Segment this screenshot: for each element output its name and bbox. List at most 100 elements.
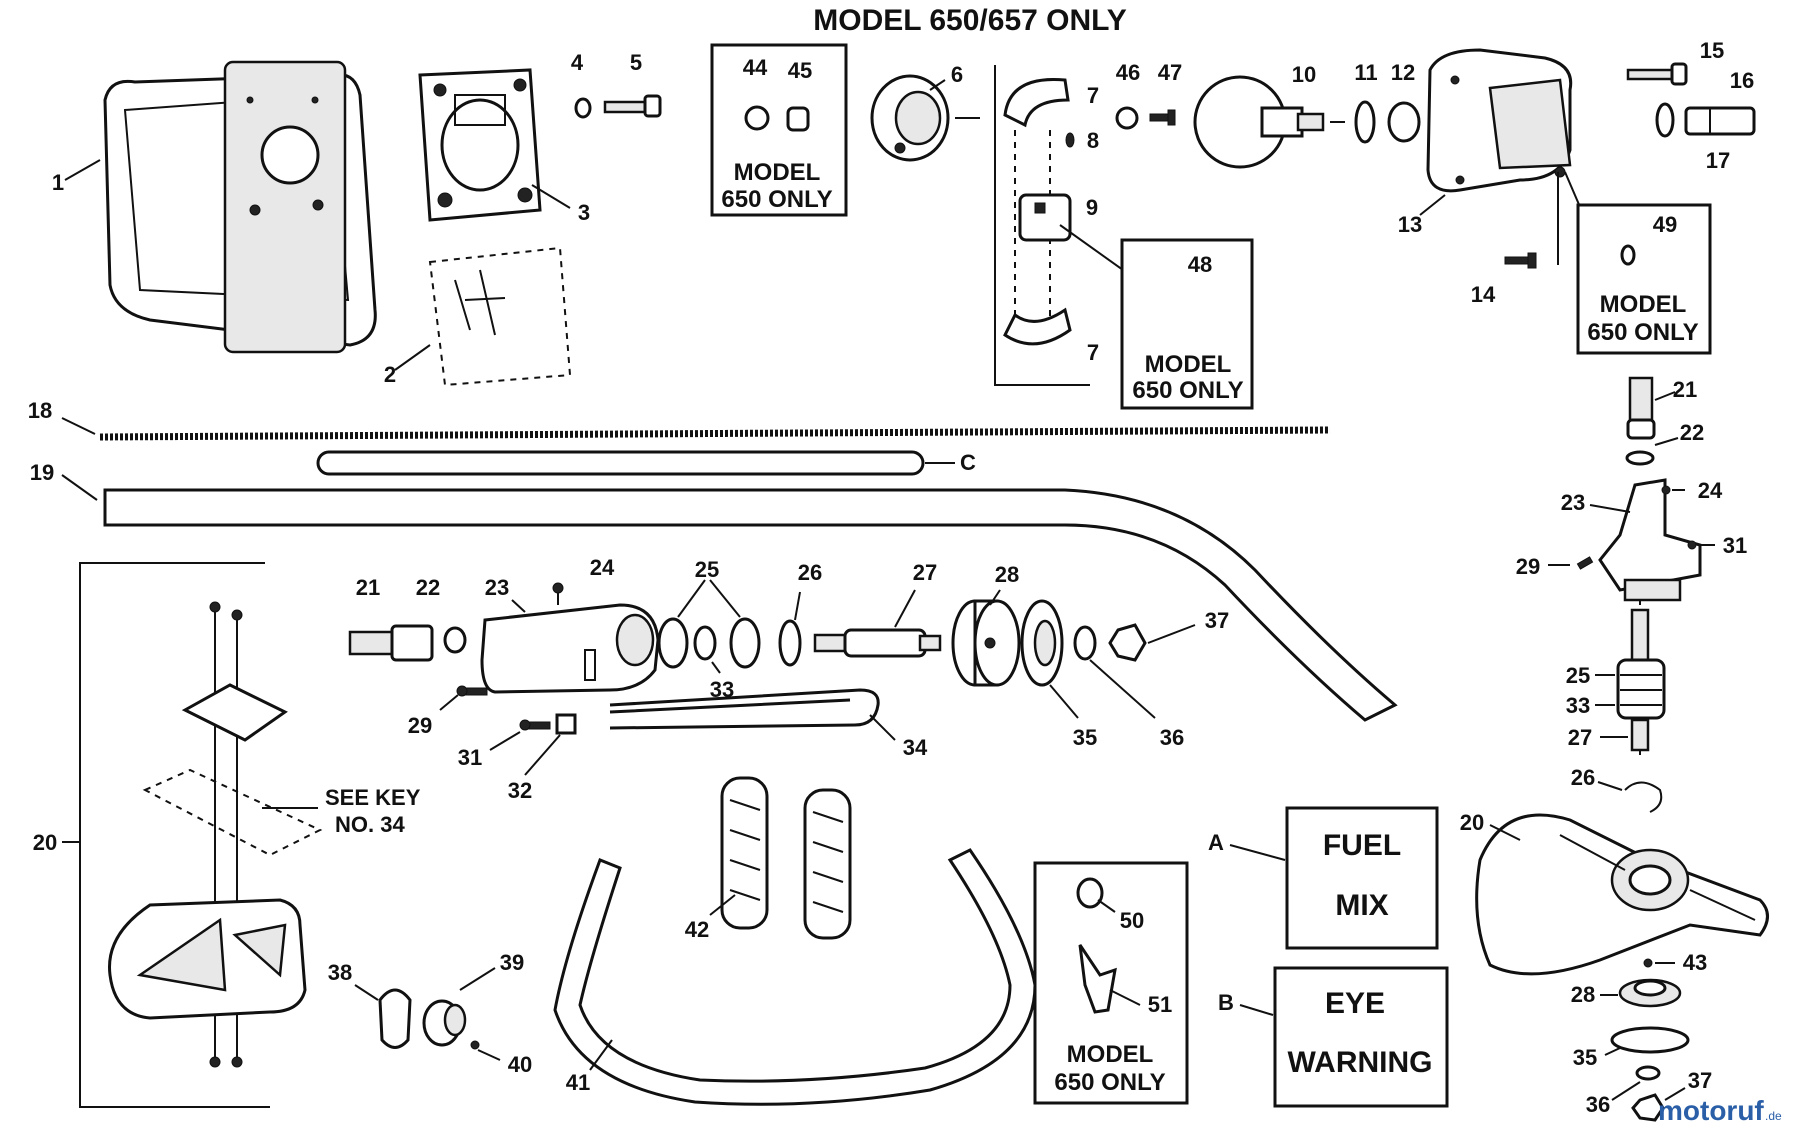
bracket-7-9 bbox=[994, 65, 1090, 386]
leader-b bbox=[1239, 1004, 1274, 1016]
part-5-bolt bbox=[603, 94, 662, 118]
leader-36a bbox=[1089, 659, 1156, 719]
callout-41: 41 bbox=[566, 1070, 590, 1095]
callout-1: 1 bbox=[52, 170, 64, 195]
part-26-ring-b bbox=[1624, 781, 1663, 813]
callout-35a: 35 bbox=[1073, 725, 1097, 750]
part-49-nut bbox=[1620, 244, 1636, 266]
part-34-dashed-ref bbox=[142, 768, 323, 857]
part-37-nut bbox=[1108, 623, 1147, 662]
part-18-drive-cable bbox=[99, 426, 1331, 441]
callout-9: 9 bbox=[1086, 195, 1098, 220]
callout-11: 11 bbox=[1354, 60, 1377, 85]
box-48-text2: 650 ONLY bbox=[1132, 377, 1243, 404]
callout-22b: 22 bbox=[1680, 420, 1704, 445]
part-11-ring bbox=[1354, 100, 1376, 144]
callout-49: 49 bbox=[1653, 212, 1677, 237]
callout-51: 51 bbox=[1148, 992, 1172, 1017]
screw-20b bbox=[231, 1056, 243, 1068]
callout-6: 6 bbox=[951, 62, 963, 87]
part-20-shield bbox=[108, 898, 307, 1020]
leader-33a bbox=[711, 661, 721, 674]
leader-1 bbox=[64, 159, 101, 181]
part-6-clutch bbox=[870, 74, 950, 162]
part-25-bearing-stack bbox=[1616, 658, 1666, 720]
leader-35b bbox=[1604, 1047, 1621, 1056]
part-35-cup-washer-b bbox=[1610, 1026, 1690, 1054]
leader-2 bbox=[394, 344, 431, 371]
callout-15: 15 bbox=[1700, 38, 1724, 63]
leader-3 bbox=[531, 184, 571, 209]
callout-36a: 36 bbox=[1160, 725, 1184, 750]
callout-18: 18 bbox=[28, 398, 52, 423]
leader-25a-2 bbox=[709, 579, 741, 618]
callout-39: 39 bbox=[500, 950, 524, 975]
callout-46: 46 bbox=[1116, 60, 1140, 85]
callout-4: 4 bbox=[571, 50, 584, 75]
box-model-650-44-45 bbox=[710, 43, 848, 217]
callout-20a: 20 bbox=[33, 830, 57, 855]
decal-b-key: B bbox=[1218, 990, 1234, 1015]
part-45-bushing bbox=[786, 106, 810, 132]
callout-35b: 35 bbox=[1573, 1045, 1597, 1070]
leader-37b bbox=[1664, 1087, 1686, 1101]
leader-25a-1 bbox=[677, 579, 706, 618]
part-28-hub bbox=[951, 599, 1021, 687]
callout-2: 2 bbox=[384, 362, 396, 387]
part-51-plug bbox=[1078, 944, 1117, 1014]
leader-42 bbox=[709, 894, 736, 916]
callout-25b: 25 bbox=[1566, 663, 1590, 688]
part-34-rod bbox=[609, 688, 880, 730]
part-33-spacer bbox=[693, 625, 717, 661]
part-7-shoe-bottom bbox=[1003, 307, 1072, 346]
callout-24b: 24 bbox=[1698, 478, 1723, 503]
callout-13: 13 bbox=[1398, 212, 1422, 237]
leader-27a bbox=[894, 589, 916, 628]
part-7-shoe-top bbox=[1003, 77, 1070, 128]
part-27-shaft-upper bbox=[1630, 608, 1650, 662]
callout-40: 40 bbox=[508, 1052, 532, 1077]
callout-10: 10 bbox=[1292, 62, 1316, 87]
callout-34: 34 bbox=[903, 735, 928, 760]
callout-8: 8 bbox=[1087, 128, 1099, 153]
part-20-guard-assembly bbox=[1475, 813, 1769, 976]
callout-27b: 27 bbox=[1568, 725, 1592, 750]
part-1-engine-cover bbox=[103, 60, 377, 354]
callout-33b: 33 bbox=[1566, 693, 1590, 718]
part-39-knob bbox=[422, 999, 467, 1047]
callout-25a: 25 bbox=[695, 557, 719, 582]
part-36-washer-b bbox=[1635, 1065, 1661, 1081]
part-c-liner bbox=[316, 450, 925, 476]
callout-7a: 7 bbox=[1087, 83, 1099, 108]
part-27-arbor bbox=[813, 628, 942, 658]
leader-22b bbox=[1654, 437, 1679, 446]
box-50-51-text2: 650 ONLY bbox=[1054, 1069, 1165, 1096]
part-4-washer bbox=[574, 97, 592, 119]
decal-b-text2: WARNING bbox=[1288, 1046, 1433, 1079]
callout-50: 50 bbox=[1120, 908, 1144, 933]
callout-3: 3 bbox=[578, 200, 590, 225]
part-40-screw bbox=[470, 1040, 480, 1050]
bracket-20 bbox=[79, 562, 270, 1108]
leader-26a bbox=[794, 591, 801, 621]
part-46-washer bbox=[1115, 106, 1139, 130]
part-14-screw bbox=[1504, 252, 1537, 269]
watermark-logo: motoruf bbox=[1658, 1095, 1764, 1126]
leader-28a bbox=[989, 589, 1001, 606]
part-13-housing bbox=[1426, 48, 1573, 193]
part-38-clip bbox=[378, 988, 412, 1049]
callout-32: 32 bbox=[508, 778, 532, 803]
decal-a-text2: MIX bbox=[1335, 889, 1388, 922]
part-43-screw bbox=[1643, 958, 1653, 968]
callout-22a: 22 bbox=[416, 575, 440, 600]
part-21-spline-shaft bbox=[348, 624, 434, 662]
leader-20b bbox=[1489, 824, 1521, 841]
leader-29a bbox=[439, 694, 459, 711]
callout-28a: 28 bbox=[995, 562, 1019, 587]
leader-35a bbox=[1049, 684, 1079, 719]
part-9-hub bbox=[1018, 193, 1072, 242]
part-16-seal bbox=[1655, 102, 1675, 138]
leader-31a bbox=[489, 731, 521, 751]
part-25-bearing-b bbox=[729, 617, 761, 669]
leader-50 bbox=[1097, 899, 1116, 913]
